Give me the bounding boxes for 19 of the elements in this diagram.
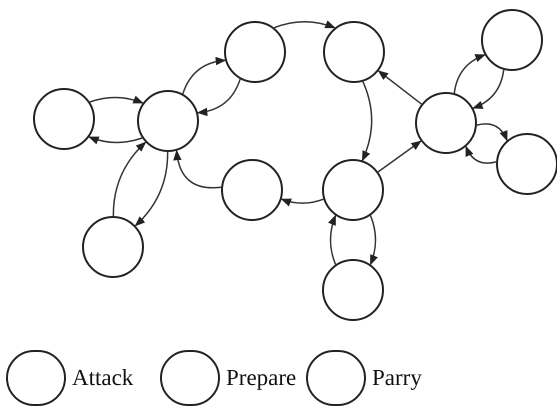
arrow (88, 136, 142, 144)
arrow (454, 54, 486, 94)
arrow (134, 152, 168, 226)
arrow (472, 70, 504, 109)
arrow (378, 70, 422, 105)
arrow (90, 96, 144, 104)
arrow (112, 142, 146, 216)
legend-label: Parry (372, 364, 422, 392)
arrow (370, 215, 378, 266)
arrow (476, 123, 508, 142)
arrow (465, 146, 496, 164)
legend-label: Prepare (226, 364, 296, 392)
arrow (378, 140, 422, 172)
arrow (362, 81, 372, 162)
arrow (274, 20, 336, 28)
arrow (182, 57, 226, 94)
arrow (328, 214, 336, 265)
arrow (174, 150, 222, 189)
legend-label: Attack (72, 364, 134, 392)
